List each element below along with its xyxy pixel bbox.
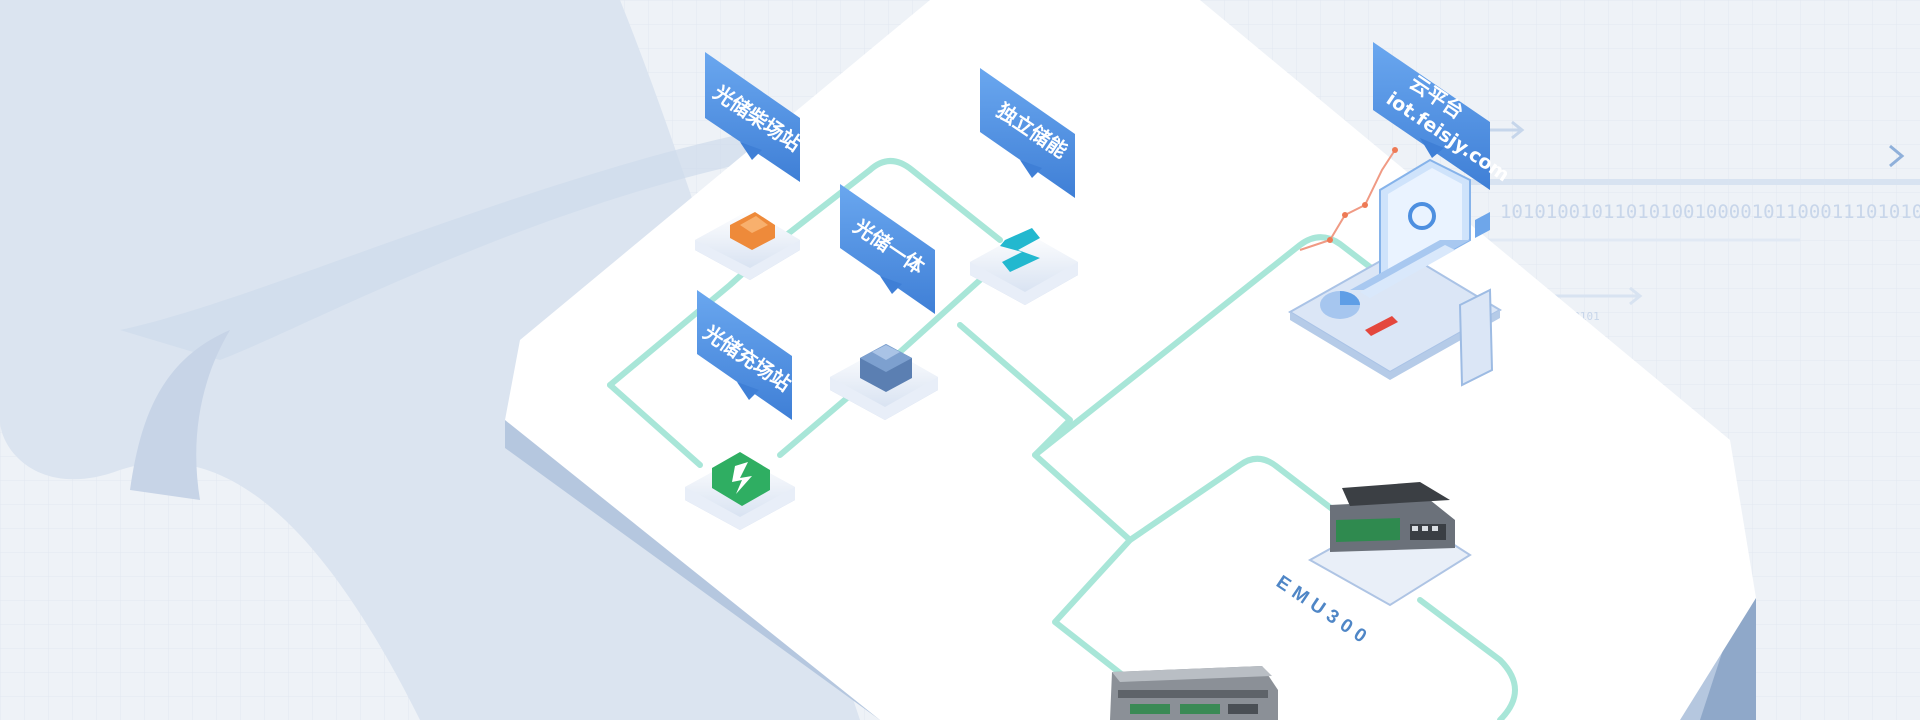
laptop-dashboard-icon bbox=[1350, 158, 1471, 298]
platform-side-right bbox=[1700, 598, 1756, 720]
node-independent-storage[interactable] bbox=[970, 228, 1078, 305]
emu300-device[interactable] bbox=[1307, 482, 1472, 607]
rack-server-device[interactable] bbox=[1110, 666, 1278, 720]
usb-key-icon bbox=[1365, 316, 1398, 336]
solar-storage-cube-panel bbox=[872, 345, 900, 360]
cloud-platform-node[interactable] bbox=[1288, 147, 1502, 387]
binary-stream: 1010100101101010010000101100011101010010… bbox=[1500, 201, 1920, 223]
left-curl-shadow bbox=[130, 330, 230, 500]
left-decorative-ribbon bbox=[120, 130, 760, 360]
node-pv-storage-charging[interactable] bbox=[685, 452, 795, 530]
diesel-generator-icon-top bbox=[740, 216, 768, 233]
phone-icon bbox=[1458, 288, 1494, 387]
node-pv-storage-diesel[interactable] bbox=[695, 210, 800, 280]
battery-storage-icon bbox=[1000, 228, 1040, 272]
node-pv-storage-integrated[interactable] bbox=[830, 344, 938, 420]
trend-line-icon bbox=[1299, 149, 1396, 251]
small-cube-icon bbox=[1475, 212, 1490, 238]
ev-charger-bolt bbox=[732, 462, 752, 494]
emu-controller-device bbox=[1330, 482, 1455, 552]
pie-chart-slice bbox=[1340, 291, 1360, 305]
